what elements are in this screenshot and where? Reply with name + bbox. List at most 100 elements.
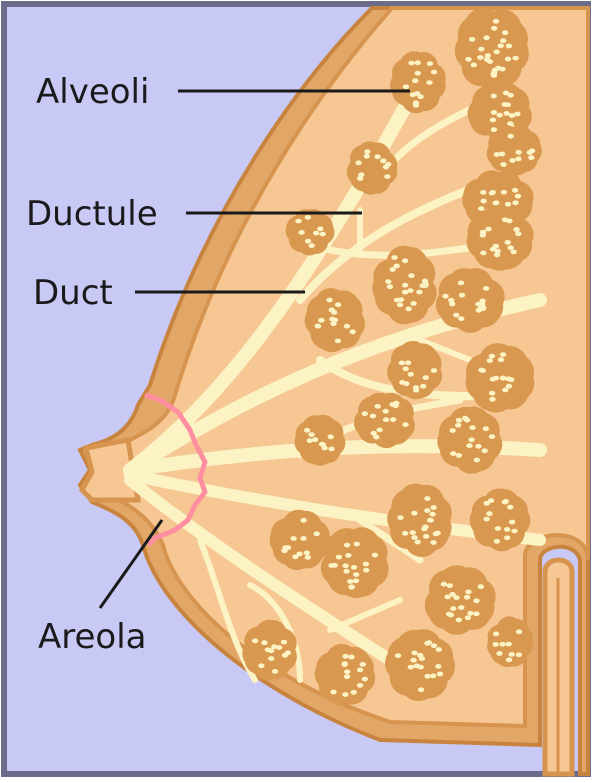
alveolus-dot — [442, 294, 448, 299]
alveolus-dot — [397, 515, 403, 520]
alveolus-dot — [508, 93, 514, 98]
alveolus-dot — [272, 669, 278, 674]
alveolus-dot — [335, 339, 341, 344]
alveolus-dot — [394, 264, 400, 269]
alveolus-dot — [489, 397, 495, 402]
alveolus-dot — [493, 19, 499, 24]
alveolus-dot — [387, 284, 393, 289]
alveolus-dot — [410, 92, 416, 97]
alveolus-dot — [374, 154, 380, 159]
alveolus-dot — [506, 642, 512, 647]
alveolus-dot — [512, 56, 518, 61]
alveolus-dot — [507, 505, 513, 510]
alveolus-dot — [350, 329, 356, 334]
alveolus-dot — [507, 121, 513, 126]
alveolus-dot — [502, 500, 508, 505]
alveolus-dot — [515, 231, 521, 236]
alveolus-dot — [441, 582, 447, 587]
alveolus-dot — [458, 316, 464, 321]
alveolus-dot — [489, 391, 495, 396]
alveolus-dot — [300, 518, 306, 523]
alveolus-dot — [466, 443, 472, 448]
alveolus-dot — [506, 44, 512, 49]
alveolus-dot — [363, 568, 369, 573]
alveolus-dot — [498, 43, 504, 48]
alveolus-dot — [515, 194, 521, 199]
alveolus-dot — [298, 230, 304, 235]
alveolus-dot — [282, 653, 288, 658]
alveolus-dot — [496, 651, 502, 656]
alveolus-dot — [477, 55, 483, 60]
alveolus-dot — [502, 30, 508, 35]
alveolus-dot — [473, 598, 479, 603]
alveolus-dot — [494, 50, 500, 55]
alveolus-dot — [512, 188, 518, 193]
alveolus-dot — [465, 615, 471, 620]
alveolus-dot — [351, 565, 357, 570]
alveolus-dot — [516, 150, 522, 155]
alveolus-dot — [418, 687, 424, 692]
alveolus-dot — [383, 165, 389, 170]
alveolus-dot — [455, 423, 461, 428]
alveolus-dot — [318, 318, 324, 323]
alveolus-dot — [290, 536, 296, 541]
alveolus-dot — [465, 57, 471, 62]
lobule-core — [399, 493, 441, 547]
alveolus-dot — [305, 239, 311, 244]
alveolus-dot — [364, 154, 370, 159]
alveolus-dot — [456, 418, 462, 423]
alveolus-dot — [412, 78, 418, 83]
alveolus-dot — [430, 674, 436, 679]
alveolus-dot — [506, 384, 512, 389]
alveolus-dot — [411, 535, 417, 540]
ductule-label: Ductule — [26, 194, 158, 234]
alveolus-dot — [362, 677, 368, 682]
alveolus-dot — [402, 422, 408, 427]
alveolus-dot — [505, 376, 511, 381]
alveolus-dot — [408, 665, 414, 670]
alveolus-dot — [473, 611, 479, 616]
alveolus-dot — [317, 226, 323, 231]
alveolus-dot — [435, 664, 441, 669]
alveolus-dot — [491, 94, 497, 99]
alveolus-dot — [482, 448, 488, 453]
alveolus-dot — [485, 53, 491, 58]
alveolus-dot — [413, 385, 419, 390]
alveolus-dot — [354, 542, 360, 547]
alveolus-dot — [384, 174, 390, 179]
alveolus-dot — [490, 190, 496, 195]
alveolus-dot — [480, 233, 486, 238]
alveolus-dot — [450, 606, 456, 611]
alveolus-dot — [320, 232, 326, 237]
alveolus-dot — [483, 426, 489, 431]
alveolus-dot — [498, 357, 504, 362]
alveolus-dot — [515, 157, 521, 162]
alveolus-dot — [261, 640, 267, 645]
alveolus-dot — [371, 431, 377, 436]
alveolus-dot — [391, 255, 397, 260]
alveolus-dot — [410, 658, 416, 663]
alveolus-dot — [424, 496, 430, 501]
alveolus-dot — [313, 231, 319, 236]
alveolus-dot — [458, 605, 464, 610]
alveolus-dot — [497, 113, 503, 118]
alveolus-dot — [403, 366, 409, 371]
alveolus-dot — [501, 190, 507, 195]
alveolus-dot — [383, 417, 389, 422]
alveolus-dot — [326, 298, 332, 303]
alveolus-dot — [495, 526, 501, 531]
alveolus-dot — [397, 302, 403, 307]
alveolus-dot — [417, 94, 423, 99]
alveolus-dot — [308, 432, 314, 437]
alveolus-dot — [268, 656, 274, 661]
alveolus-dot — [505, 240, 511, 245]
alveolus-dot — [491, 110, 497, 115]
alveolus-dot — [424, 508, 430, 513]
alveolus-dot — [475, 302, 481, 307]
alveolus-dot — [424, 641, 430, 646]
alveolus-dot — [456, 453, 462, 458]
alveolus-dot — [453, 313, 459, 318]
alveolus-dot — [516, 629, 522, 634]
alveolus-dot — [305, 215, 311, 220]
alveolus-dot — [315, 324, 321, 329]
